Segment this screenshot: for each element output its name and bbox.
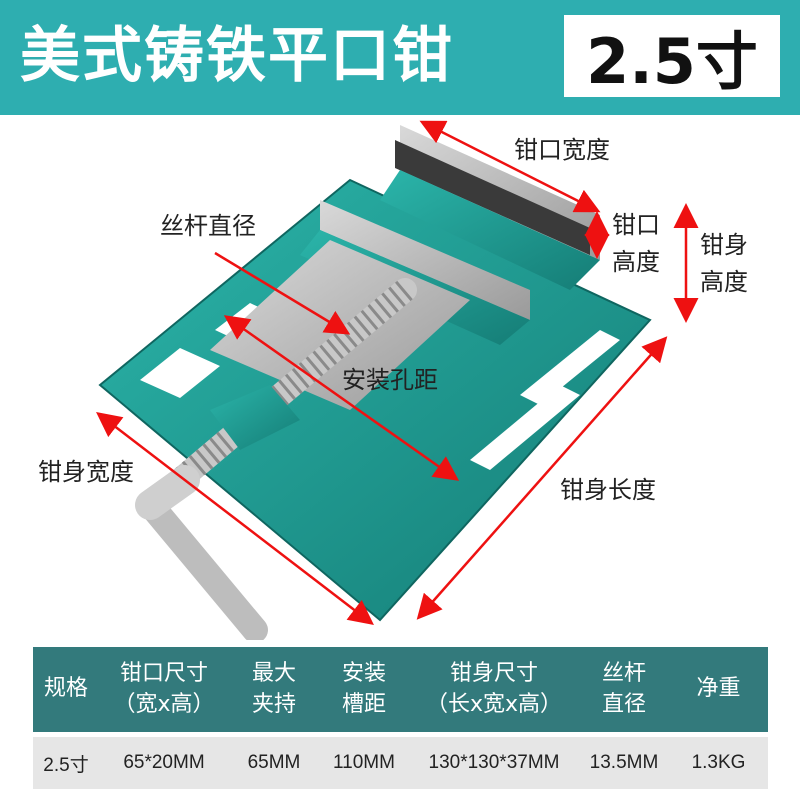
label-body-height-1: 钳身 [700,231,748,259]
arrow-body-width [96,411,374,626]
col-slot-spacing: 安装槽距 [341,660,386,717]
cell-slot-spacing: 110MM [333,752,395,773]
spec-table: 规格 钳口尺寸（宽x高） 最大夹持 安装槽距 钳身尺寸（长x宽x高） 丝杆直径 … [33,647,768,789]
table-row: 2.5寸 65*20MM 65MM 110MM 130*130*37MM 13.… [33,737,768,789]
arrow-jaw-width [419,120,601,213]
col-spec: 规格 [43,676,88,702]
label-body-width: 钳身宽度 [38,458,134,486]
cell-spec: 2.5寸 [43,754,89,776]
product-title: 美式铸铁平口钳 [20,21,454,91]
col-max-clamp: 最大夹持 [251,660,296,717]
label-jaw-height-2: 高度 [612,248,660,276]
size-badge: 2.5寸 [564,15,780,98]
col-body-size: 钳身尺寸（长x宽x高） [425,660,563,717]
label-mount-spacing: 安装孔距 [342,366,438,394]
col-net-weight: 净重 [696,676,741,702]
dimension-arrows [96,120,699,626]
size-badge-text: 2.5寸 [586,25,758,98]
cell-jaw-size: 65*20MM [123,752,205,773]
col-jaw-size: 钳口尺寸（宽x高） [113,660,215,717]
col-screw-diameter: 丝杆直径 [601,660,646,717]
label-body-length: 钳身长度 [560,476,656,504]
cell-max-clamp: 65MM [247,752,301,773]
label-body-height-2: 高度 [700,268,748,296]
title-banner: 美式铸铁平口钳 2.5寸 [0,0,800,115]
label-jaw-width: 钳口宽度 [514,136,610,164]
label-jaw-height-1: 钳口 [612,211,660,239]
spec-table-header: 规格 钳口尺寸（宽x高） 最大夹持 安装槽距 钳身尺寸（长x宽x高） 丝杆直径 … [33,647,768,732]
arrow-body-length [416,336,668,620]
cell-screw-diameter: 13.5MM [589,752,659,773]
cell-body-size: 130*130*37MM [428,752,560,773]
label-screw-diameter: 丝杆直径 [160,212,256,240]
product-diagram: 钳口宽度 钳口 高度 钳身 高度 丝杆直径 安装孔距 钳身宽度 钳身长度 [0,115,800,640]
vise-illustration [96,120,699,640]
cell-net-weight: 1.3KG [691,752,746,773]
